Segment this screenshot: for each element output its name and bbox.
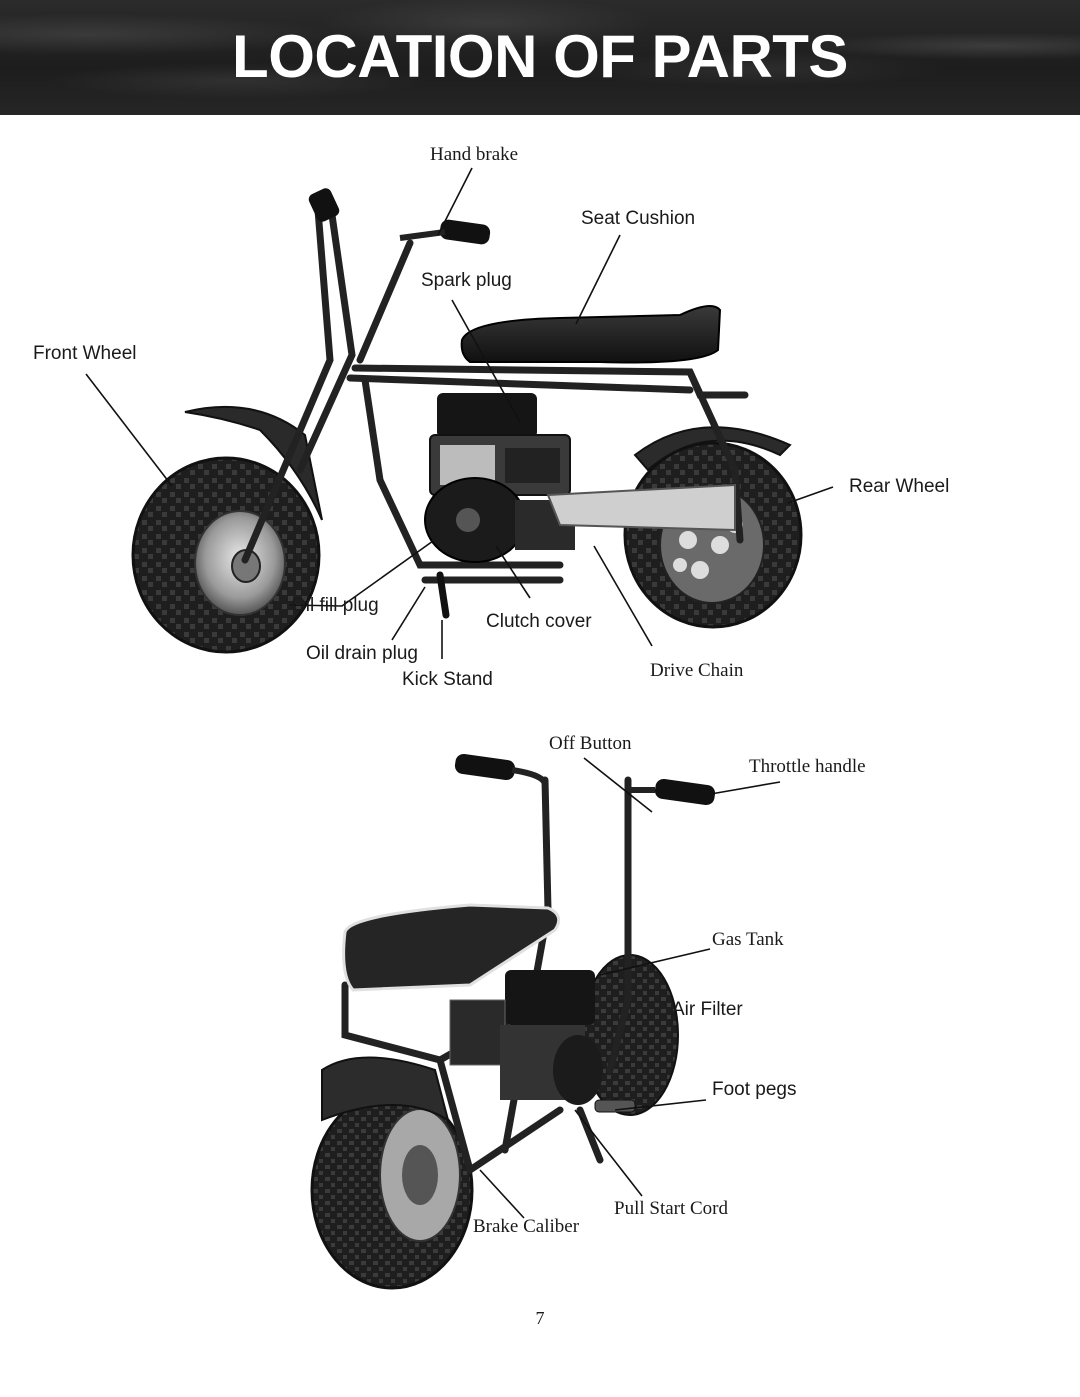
- seat-cushion: [460, 305, 722, 364]
- label-pull-start-cord: Pull Start Cord: [614, 1198, 729, 1219]
- rear-fender: [321, 1056, 450, 1123]
- engine: [424, 393, 575, 563]
- engine: [449, 970, 603, 1105]
- kickstand: [436, 571, 450, 619]
- label-spark-plug: Spark plug: [421, 270, 512, 291]
- label-seat-cushion: Seat Cushion: [581, 208, 696, 229]
- label-off-button: Off Button: [549, 733, 632, 754]
- front-fender: [184, 406, 323, 521]
- label-foot-pegs: Foot pegs: [712, 1079, 797, 1100]
- side-view-minibike-diagram: [85, 167, 834, 659]
- page-title: LOCATION OF PARTS: [232, 23, 848, 90]
- label-throttle-handle: Throttle handle: [749, 756, 866, 777]
- label-drive-chain: Drive Chain: [650, 660, 744, 681]
- chain-guard: [546, 483, 736, 532]
- front-wheel: [131, 456, 321, 654]
- label-oil-drain-plug: Oil drain plug: [306, 643, 418, 664]
- leader-lines: [85, 167, 834, 659]
- page-number: 7: [535, 1308, 545, 1328]
- label-oil-fill-plug: Oil fill plug: [291, 595, 379, 616]
- handlebars: [308, 188, 491, 245]
- label-air-filter: Air Filter: [672, 999, 743, 1020]
- label-clutch-cover: Clutch cover: [486, 611, 592, 632]
- label-brake-caliber: Brake Caliber: [473, 1216, 580, 1237]
- label-rear-wheel: Rear Wheel: [849, 476, 950, 497]
- label-kick-stand: Kick Stand: [402, 669, 493, 690]
- foot-peg: [594, 1099, 636, 1113]
- label-hand-brake: Hand brake: [430, 144, 519, 165]
- frame: [241, 206, 749, 584]
- label-front-wheel: Front Wheel: [33, 343, 137, 364]
- handlebars: [454, 753, 716, 806]
- seat: [342, 903, 561, 992]
- header-banner: LOCATION OF PARTS: [0, 0, 1080, 115]
- leader-lines: [479, 757, 781, 1219]
- rear-fender: [633, 426, 792, 472]
- rear-tire: [310, 1090, 474, 1290]
- label-gas-tank: Gas Tank: [712, 929, 784, 950]
